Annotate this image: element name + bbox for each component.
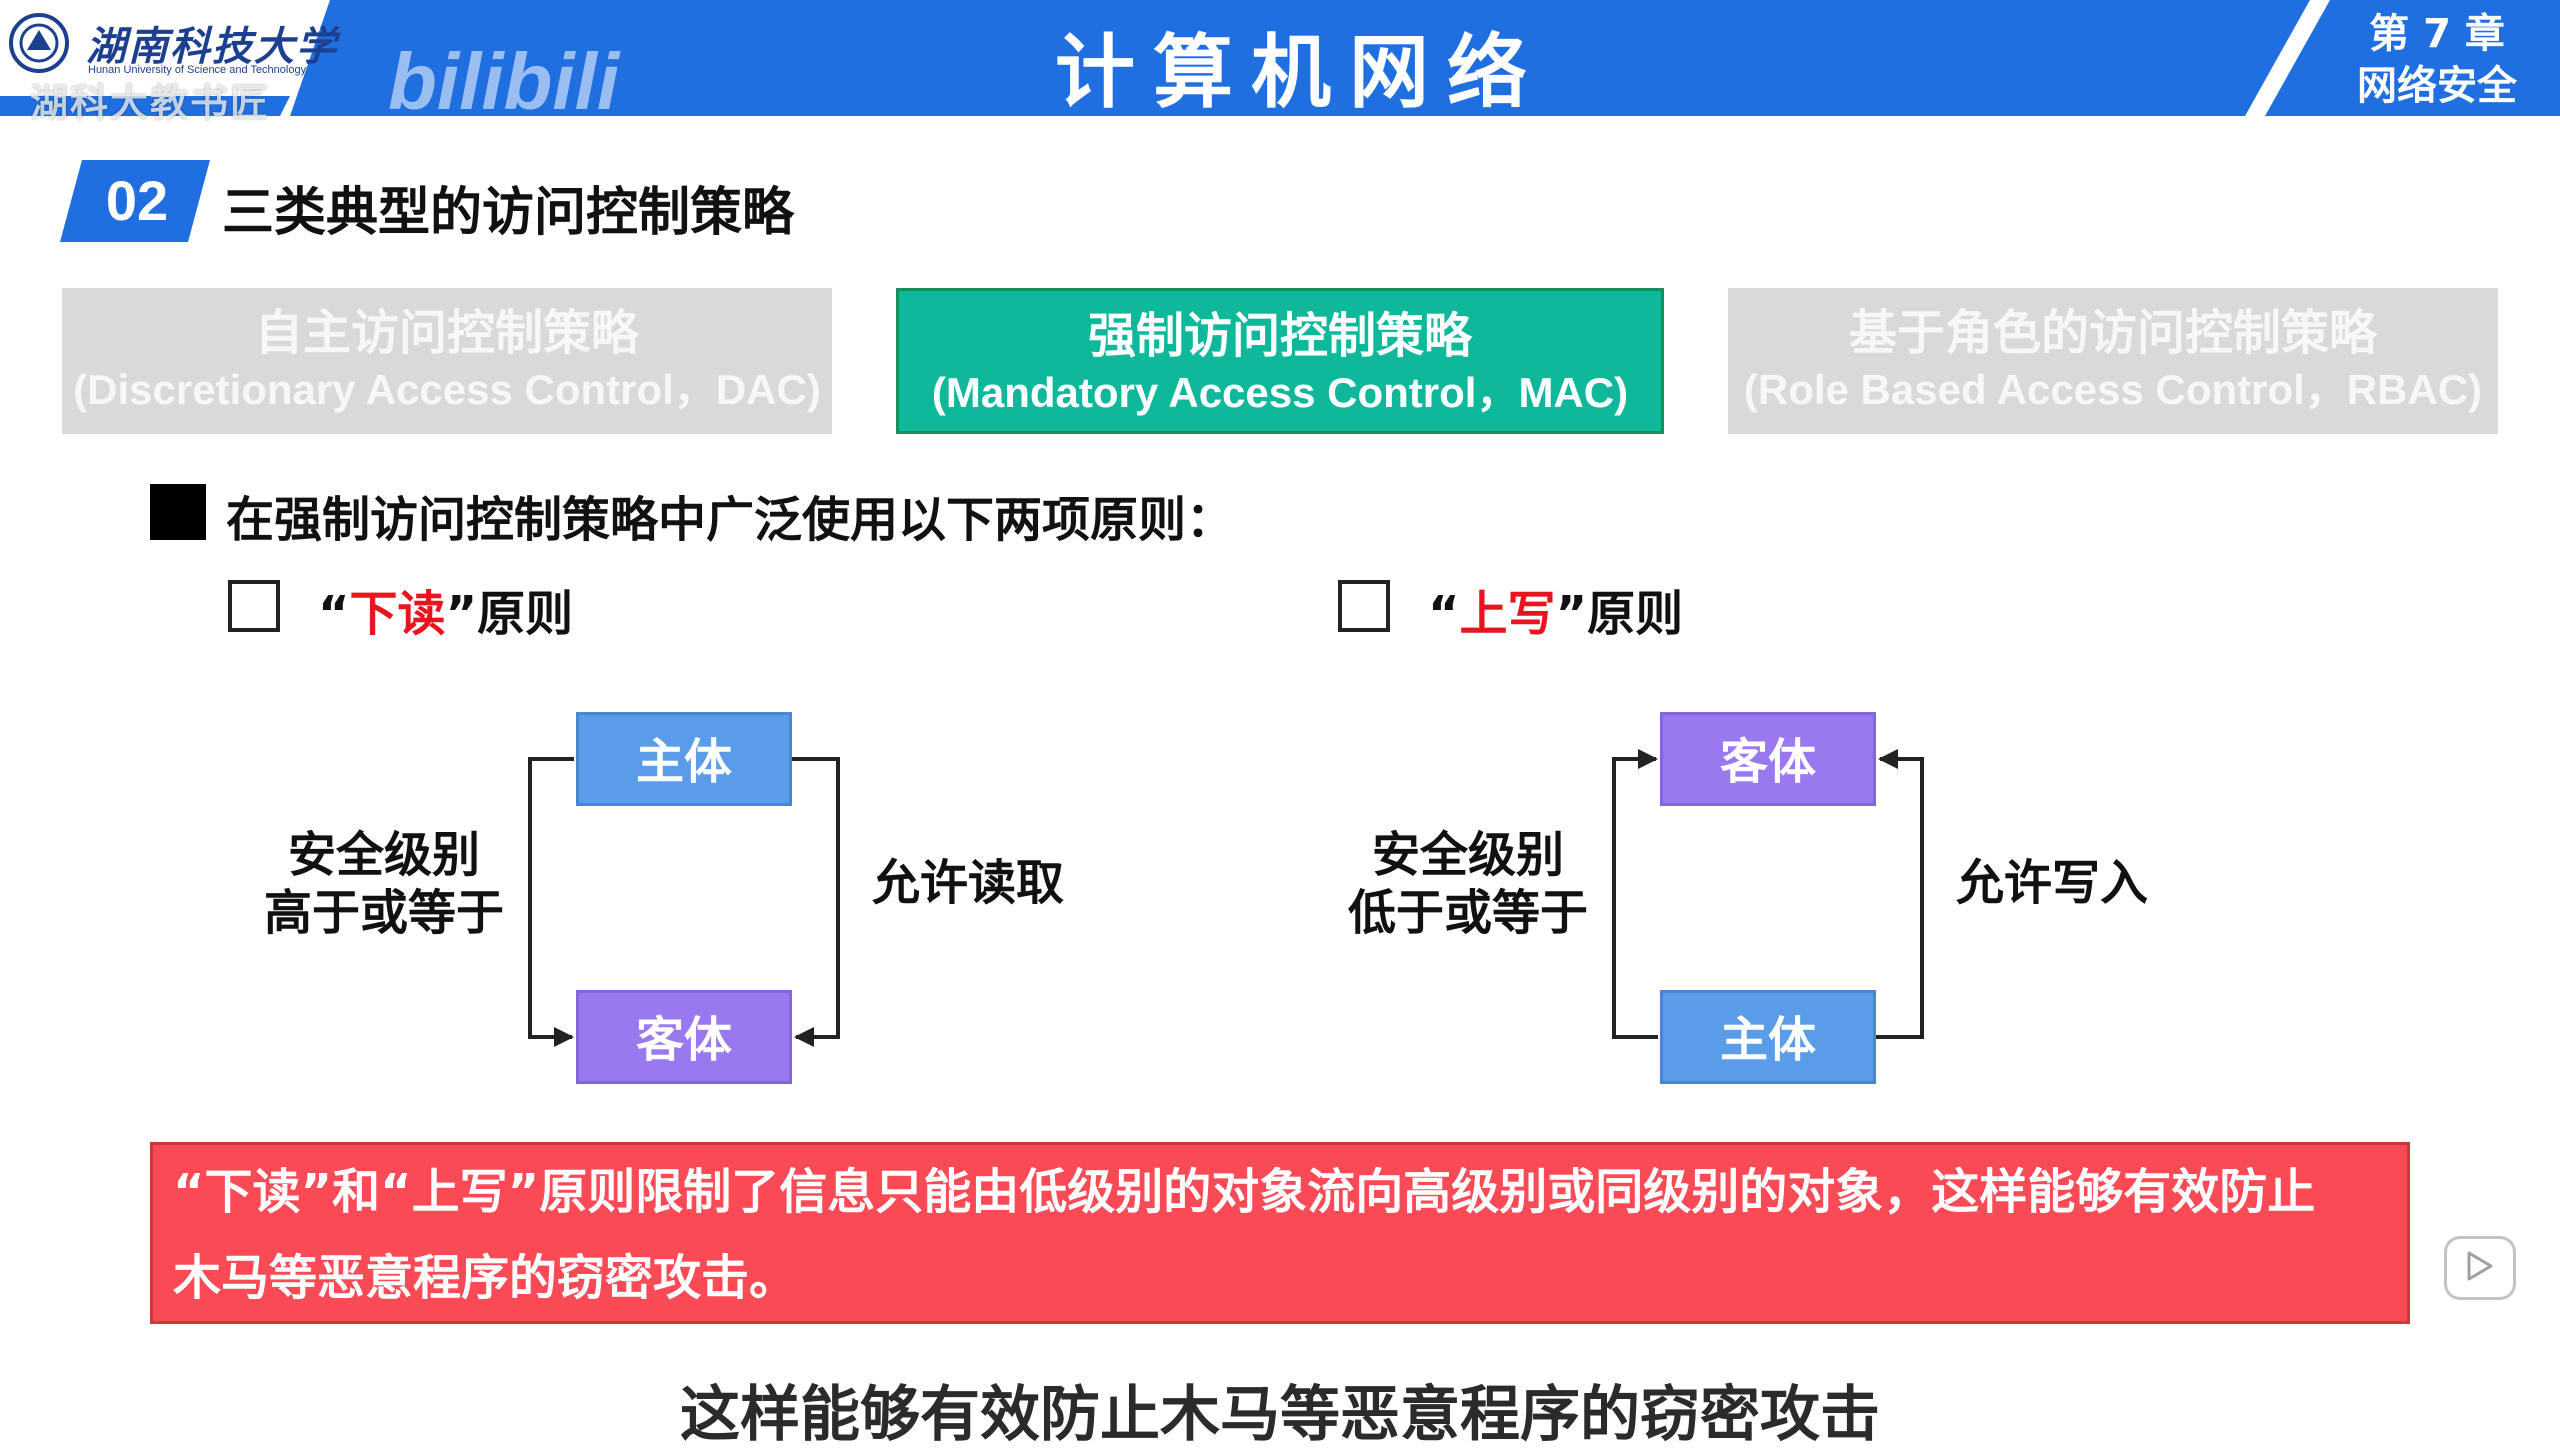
write-up-object-node: 客体 bbox=[1660, 712, 1876, 806]
section-badge bbox=[60, 160, 210, 242]
slide-header: 湖南科技大学 Hunan University of Science and T… bbox=[0, 0, 2560, 126]
university-name: 湖南科技大学 bbox=[86, 23, 338, 70]
read-down-object-node: 客体 bbox=[576, 990, 792, 1084]
policy-dac-english: (Discretionary Access Control，DAC) bbox=[73, 366, 821, 413]
read-down-action-label: 允许读取 bbox=[872, 855, 1065, 911]
write-up-left-arrow bbox=[1612, 749, 1658, 1039]
write-up-level-line1: 安全级别 bbox=[1371, 827, 1564, 883]
principle-write-up: “上写”原则 bbox=[1428, 574, 1683, 644]
checkbox-icon bbox=[228, 580, 280, 632]
play-button[interactable] bbox=[2444, 1236, 2516, 1300]
read-down-level-line2: 高于或等于 bbox=[263, 885, 504, 941]
chapter-name: 网络安全 bbox=[2357, 63, 2517, 109]
close-quote: ” bbox=[445, 586, 478, 642]
conclusion-box: “下读”和“上写”原则限制了信息只能由低级别的对象流向高级别或同级别的对象，这样… bbox=[150, 1142, 2410, 1324]
conclusion-line2: 木马等恶意程序的窃密攻击。 bbox=[173, 1250, 798, 1306]
read-down-level-label: 安全级别 高于或等于 bbox=[254, 826, 514, 942]
header-background bbox=[0, 0, 2560, 116]
policy-dac-title: 自主访问控制策略 bbox=[254, 305, 639, 361]
write-up-subject-node: 主体 bbox=[1660, 990, 1876, 1084]
chapter-label: 第 7 章 网络安全 bbox=[2322, 8, 2552, 112]
policy-mac-title: 强制访问控制策略 bbox=[1087, 308, 1472, 364]
read-down-subject-node: 主体 bbox=[576, 712, 792, 806]
write-up-right-arrow bbox=[1876, 749, 1924, 1039]
university-subtitle: Hunan University of Science and Technolo… bbox=[88, 64, 307, 76]
course-title: 计算机网络 bbox=[1055, 26, 1545, 119]
watermark-brand: bilibili bbox=[388, 37, 620, 126]
video-subtitle: 这样能够有效防止木马等恶意程序的窃密攻击 bbox=[680, 1380, 1880, 1450]
principle-read-down-keyword: 下读 bbox=[349, 586, 446, 642]
close-quote: ” bbox=[1555, 586, 1588, 642]
watermark-site: 湖科大教书匠 bbox=[30, 81, 271, 125]
policy-rbac-english: (Role Based Access Control，RBAC) bbox=[1743, 366, 2483, 413]
read-down-level-line1: 安全级别 bbox=[287, 827, 480, 883]
read-down-right-arrow bbox=[792, 757, 840, 1047]
policy-mac-english: (Mandatory Access Control，MAC) bbox=[931, 369, 1629, 416]
open-quote: “ bbox=[1428, 586, 1460, 642]
checkbox-icon bbox=[1338, 580, 1390, 632]
bullet-square-icon bbox=[150, 484, 206, 540]
principle-read-down: “下读”原则 bbox=[318, 574, 573, 644]
policy-rbac-title: 基于角色的访问控制策略 bbox=[1848, 305, 2377, 361]
open-quote: “ bbox=[318, 586, 350, 642]
university-logo: 湖南科技大学 Hunan University of Science and T… bbox=[8, 10, 338, 80]
write-up-level-line2: 低于或等于 bbox=[1347, 885, 1588, 941]
write-up-action-label: 允许写入 bbox=[1956, 855, 2149, 911]
policy-dac: 自主访问控制策略 (Discretionary Access Control，D… bbox=[62, 288, 832, 434]
principle-suffix: 原则 bbox=[1587, 586, 1684, 642]
write-up-level-label: 安全级别 低于或等于 bbox=[1338, 826, 1598, 942]
read-down-left-arrow bbox=[528, 757, 574, 1047]
university-emblem-icon bbox=[9, 13, 69, 73]
section-number: 02 bbox=[105, 169, 169, 232]
policy-rbac: 基于角色的访问控制策略 (Role Based Access Control，R… bbox=[1728, 288, 2498, 434]
chapter-number: 第 7 章 bbox=[2369, 11, 2505, 57]
section-title: 三类典型的访问控制策略 bbox=[222, 183, 795, 243]
principles-intro: 在强制访问控制策略中广泛使用以下两项原则： bbox=[226, 492, 1235, 548]
principle-suffix: 原则 bbox=[477, 586, 574, 642]
principle-write-up-keyword: 上写 bbox=[1459, 586, 1556, 642]
policy-mac: 强制访问控制策略 (Mandatory Access Control，MAC) bbox=[896, 288, 1664, 434]
play-icon bbox=[2467, 1251, 2493, 1281]
conclusion-line1: “下读”和“上写”原则限制了信息只能由低级别的对象流向高级别或同级别的对象，这样… bbox=[173, 1164, 2316, 1220]
